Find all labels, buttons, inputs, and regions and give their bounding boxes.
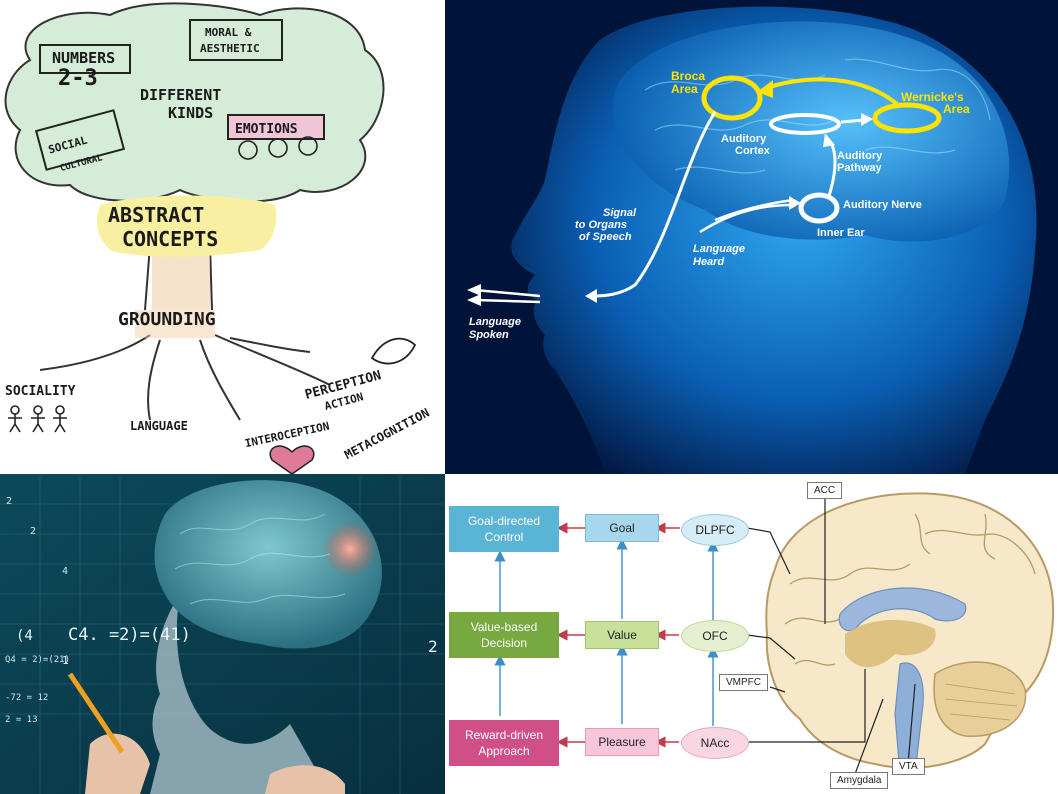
number-a: (4 bbox=[16, 628, 33, 644]
language-brain-panel: Broca Area Wernicke's Area Auditory Cort… bbox=[445, 0, 1058, 474]
auditory-cortex-label-1: Auditory bbox=[721, 133, 767, 145]
grounding-label: GROUNDING bbox=[118, 309, 216, 330]
sociality-label: SOCIALITY bbox=[5, 384, 76, 399]
equation-1: C4. =2)=(41) bbox=[68, 625, 191, 645]
wernicke-ring bbox=[872, 102, 942, 134]
emotions-label: EMOTIONS bbox=[235, 122, 298, 137]
pencil bbox=[67, 672, 125, 754]
interoception-label: INTEROCEPTION bbox=[244, 420, 331, 451]
auditory-cortex-ring bbox=[769, 113, 841, 135]
language-brain-figure: Broca Area Wernicke's Area Auditory Cort… bbox=[467, 6, 1037, 474]
number-b: 1 bbox=[62, 654, 69, 667]
ofc-node: OFC bbox=[681, 620, 749, 652]
metacognition-label: METACOGNITION bbox=[342, 406, 432, 462]
inner-ear-label: Inner Ear bbox=[817, 227, 865, 239]
moral-box bbox=[189, 19, 283, 61]
social-box bbox=[34, 109, 126, 171]
numbers-box bbox=[39, 44, 131, 74]
circuit-connectors bbox=[494, 492, 1055, 775]
language-root-label: LANGUAGE bbox=[130, 419, 188, 433]
numbers-label: NUMBERS bbox=[52, 49, 115, 67]
language-heard-label-1: Language bbox=[693, 243, 745, 255]
numbers-digits: 2-3 bbox=[58, 66, 98, 91]
number-e: 2 bbox=[30, 526, 36, 537]
equation-2: Q4 = 2)=(21) bbox=[5, 655, 70, 665]
hand-right bbox=[265, 765, 345, 794]
value-based-decision-box: Value-based Decision bbox=[449, 612, 559, 658]
signal-label-2: to Organs bbox=[575, 219, 627, 231]
vmpfc-label: VMPFC bbox=[719, 674, 768, 691]
aesthetic-label: AESTHETIC bbox=[200, 42, 260, 55]
reward-circuit-panel: Goal-directed Control Value-based Decisi… bbox=[445, 474, 1058, 794]
signal-label-3: of Speech bbox=[579, 231, 632, 243]
wernicke-label-1: Wernicke's bbox=[901, 90, 964, 104]
dlpfc-node: DLPFC bbox=[681, 514, 749, 546]
pleasure-box: Pleasure bbox=[585, 728, 659, 756]
eye-icon bbox=[370, 337, 417, 365]
equation-4: 2 = 13 bbox=[5, 715, 38, 725]
language-heard-label-2: Heard bbox=[693, 256, 724, 268]
reward-driven-approach-box: Reward-driven Approach bbox=[449, 720, 559, 766]
nacc-node: NAcc bbox=[681, 727, 749, 759]
broca-label-1: Broca bbox=[671, 69, 705, 83]
wernicke-to-broca-arrow bbox=[766, 77, 899, 106]
heart-icon bbox=[269, 445, 315, 474]
kinds-label: KINDS bbox=[168, 104, 213, 122]
language-spoken-label-1: Language bbox=[469, 316, 521, 328]
amygdala-label: Amygdala bbox=[830, 772, 889, 789]
people-icon bbox=[8, 405, 67, 433]
acc-label: ACC bbox=[807, 482, 843, 499]
value-box: Value bbox=[585, 621, 659, 649]
goal-box: Goal bbox=[585, 514, 659, 542]
moral-label: MORAL & bbox=[205, 26, 252, 39]
language-spoken-label-2: Spoken bbox=[469, 329, 509, 341]
person-silhouette bbox=[150, 594, 330, 794]
auditory-pathway-label-2: Pathway bbox=[837, 162, 883, 174]
auditory-pathway-label-1: Auditory bbox=[837, 150, 883, 162]
auditory-cortex-label-2: Cortex bbox=[735, 145, 771, 157]
brain-3d bbox=[154, 480, 382, 649]
abstract-concepts-sketch-panel: NUMBERS 2-3 MORAL & AESTHETIC DIFFERENT … bbox=[0, 0, 445, 474]
different-label: DIFFERENT bbox=[140, 86, 221, 104]
number-f: 4 bbox=[62, 566, 68, 577]
wernicke-label-2: Area bbox=[943, 102, 970, 116]
sketch-drawing: NUMBERS 2-3 MORAL & AESTHETIC DIFFERENT … bbox=[4, 2, 432, 474]
number-c: 2 bbox=[428, 637, 438, 656]
concepts-label: CONCEPTS bbox=[122, 227, 218, 251]
equation-3: -72 = 12 bbox=[5, 693, 48, 703]
math-brain-illustration: C4. =2)=(41) Q4 = 2)=(21) -72 = 12 2 = 1… bbox=[0, 474, 445, 794]
auditory-nerve-label: Auditory Nerve bbox=[843, 199, 922, 211]
hand bbox=[85, 733, 150, 794]
goal-directed-control-box: Goal-directed Control bbox=[449, 506, 559, 552]
broca-ring bbox=[701, 75, 763, 121]
math-brain-panel: C4. =2)=(41) Q4 = 2)=(21) -72 = 12 2 = 1… bbox=[0, 474, 445, 794]
number-d: 2 bbox=[6, 496, 12, 507]
inner-ear-ring bbox=[798, 192, 840, 224]
vta-label: VTA bbox=[892, 758, 925, 775]
broca-label-2: Area bbox=[671, 82, 698, 96]
abstract-label: ABSTRACT bbox=[108, 203, 204, 227]
signal-label-1: Signal bbox=[603, 207, 637, 219]
brain-sagittal bbox=[765, 492, 1055, 775]
